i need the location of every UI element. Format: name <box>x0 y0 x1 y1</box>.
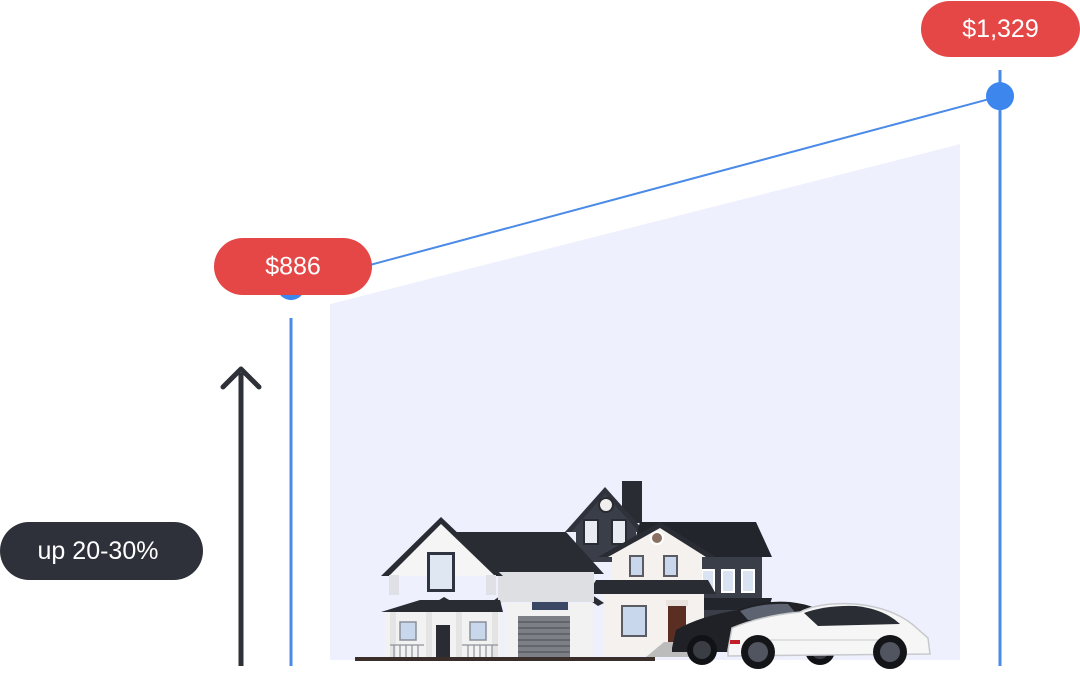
change-badge-pill <box>0 522 203 580</box>
data-label-badge <box>921 1 1080 57</box>
change-badge: up 20-30% <box>0 522 203 580</box>
car-icon <box>672 601 931 669</box>
left-house <box>381 517 604 657</box>
data-label-end-text: $1,329 <box>962 15 1038 43</box>
data-label-badge <box>214 238 372 295</box>
houses-illustration <box>355 481 772 661</box>
series-line <box>290 95 1001 288</box>
data-label-start: $886 <box>214 238 372 295</box>
data-point-end <box>986 82 1014 111</box>
data-label-start-text: $886 <box>265 253 321 281</box>
up-arrow-icon <box>220 366 262 666</box>
area-fill <box>330 144 960 661</box>
data-label-end: $1,329 <box>921 1 1080 57</box>
white-car <box>727 602 931 669</box>
change-badge-text: up 20-30% <box>38 537 159 565</box>
